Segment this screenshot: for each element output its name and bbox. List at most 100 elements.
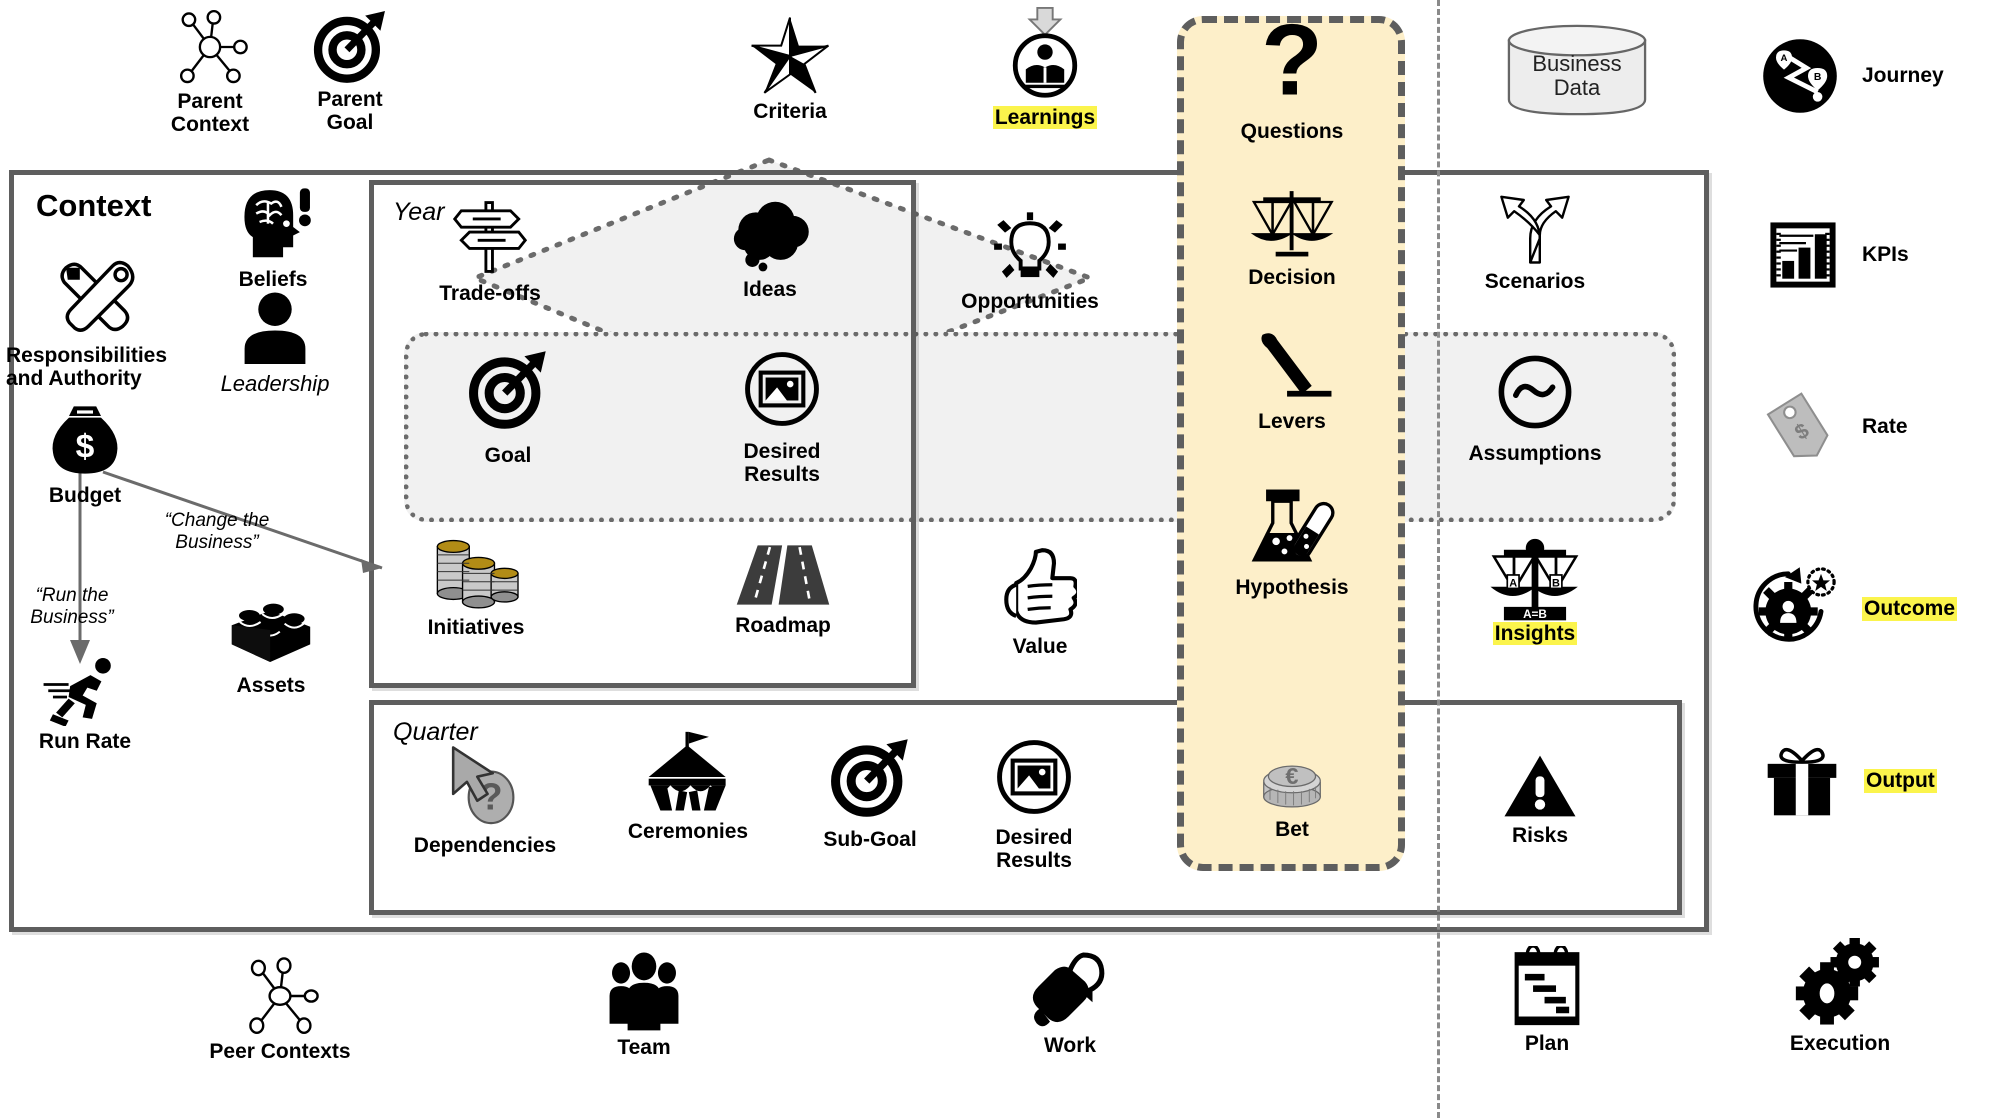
node-ceremonies[interactable]: Ceremonies	[608, 728, 768, 843]
node-peer-contexts[interactable]: Peer Contexts	[190, 956, 370, 1063]
node-label: Leadership	[220, 371, 330, 396]
node-questions[interactable]: ? Questions	[1222, 20, 1362, 143]
node-label: Plan	[1524, 1032, 1570, 1055]
year-frame	[369, 180, 916, 688]
node-label: Desired Results	[995, 826, 1073, 873]
node-ideas[interactable]: Ideas	[700, 200, 840, 301]
picture-frame-circle-icon	[993, 736, 1075, 818]
node-leadership[interactable]: Leadership	[200, 290, 350, 396]
node-hypothesis[interactable]: Hypothesis	[1212, 486, 1372, 599]
svg-text:?: ?	[1261, 20, 1323, 116]
node-budget[interactable]: $ Budget	[30, 400, 140, 507]
node-label: Assumptions	[1468, 442, 1602, 465]
decision-column	[1177, 16, 1405, 871]
change-the-business-annotation: “Change the Business”	[164, 510, 270, 553]
node-label: Outcome	[1862, 597, 1958, 621]
money-bag-icon: $	[45, 400, 125, 480]
node-label: Questions	[1240, 120, 1344, 143]
node-label: Risks	[1511, 824, 1569, 847]
node-dependencies[interactable]: ? Dependencies	[396, 744, 574, 857]
node-label: Assets	[236, 674, 306, 697]
node-roadmap[interactable]: Roadmap	[708, 540, 858, 637]
node-label: Learnings	[992, 106, 1098, 130]
node-label: Rate	[1862, 415, 1908, 439]
node-beliefs[interactable]: Beliefs	[208, 180, 338, 291]
node-execution[interactable]: Execution	[1760, 938, 1920, 1055]
node-assets[interactable]: Assets	[196, 598, 346, 697]
node-label: Levers	[1258, 410, 1326, 433]
thought-cloud-icon	[725, 200, 815, 274]
node-initiatives[interactable]: Initiatives	[396, 528, 556, 639]
node-levers[interactable]: Levers	[1222, 330, 1362, 433]
node-scenarios[interactable]: Scenarios	[1455, 190, 1615, 293]
node-parent-context[interactable]: Parent Context	[150, 8, 270, 136]
context-frame	[9, 170, 1709, 932]
node-label: Parent Goal	[317, 88, 383, 135]
node-label: Opportunities	[961, 290, 1099, 313]
picture-frame-circle-icon	[741, 348, 823, 430]
node-value[interactable]: Value	[975, 545, 1105, 658]
thumbs-up-icon	[1003, 545, 1077, 631]
node-criteria[interactable]: Criteria	[715, 16, 865, 123]
node-rate[interactable]: $ Rate	[1758, 390, 1908, 464]
node-label: Output	[1864, 769, 1937, 793]
plug-wrench-icon	[1027, 950, 1113, 1030]
head-brain-exclamation-icon	[229, 180, 317, 264]
node-outcome[interactable]: Outcome	[1748, 564, 1958, 654]
node-label: Business Data	[1532, 51, 1622, 101]
signpost-icon	[453, 196, 527, 278]
node-label: Decision	[1248, 266, 1336, 289]
node-bet[interactable]: € Bet	[1232, 748, 1352, 841]
question-mark-icon: ?	[1258, 20, 1326, 118]
svg-text:A: A	[1509, 578, 1517, 590]
gift-box-icon	[1762, 742, 1842, 820]
node-business-data[interactable]: Business Data	[1497, 24, 1657, 116]
node-trade-offs[interactable]: Trade-offs	[420, 196, 560, 305]
svg-text:?: ?	[479, 776, 502, 818]
node-journey[interactable]: A B Journey	[1760, 36, 1944, 116]
node-label: Journey	[1862, 64, 1944, 88]
node-work[interactable]: Work	[1000, 950, 1140, 1057]
node-label: Scenarios	[1484, 270, 1586, 293]
lightbulb-icon	[991, 212, 1069, 286]
node-label: Responsibilities and Authority	[6, 344, 168, 391]
node-team[interactable]: Team	[574, 950, 714, 1059]
node-label: Criteria	[753, 100, 827, 123]
person-reading-book-circle-icon	[997, 6, 1093, 102]
cursor-question-icon: ?	[445, 744, 525, 830]
node-desired-results-quarter[interactable]: Desired Results	[964, 736, 1104, 872]
gears-icon	[1792, 938, 1888, 1028]
vertical-divider	[1437, 0, 1440, 1118]
node-opportunities[interactable]: Opportunities	[940, 212, 1120, 313]
lego-brick-icon	[225, 598, 317, 670]
node-goal[interactable]: Goal	[448, 348, 568, 467]
node-responsibilities[interactable]: Responsibilities and Authority	[2, 254, 192, 390]
gantt-clipboard-icon	[1510, 946, 1584, 1028]
node-label: Peer Contexts	[209, 1040, 351, 1063]
node-sub-goal[interactable]: Sub-Goal	[800, 736, 940, 851]
node-label: Ceremonies	[627, 820, 749, 843]
node-plan[interactable]: Plan	[1482, 946, 1612, 1055]
node-risks[interactable]: Risks	[1480, 752, 1600, 847]
node-label: Parent Context	[170, 90, 250, 137]
wrench-screwdriver-icon	[51, 254, 143, 340]
target-arrow-icon	[829, 736, 911, 818]
node-parent-goal[interactable]: Parent Goal	[290, 8, 410, 134]
node-learnings[interactable]: Learnings	[960, 6, 1130, 130]
quarter-frame	[369, 700, 1682, 915]
node-desired-results[interactable]: Desired Results	[712, 348, 852, 486]
road-icon	[735, 540, 831, 610]
node-output[interactable]: Output	[1762, 742, 1937, 820]
node-label: Sub-Goal	[823, 828, 917, 851]
node-run-rate[interactable]: Run Rate	[15, 654, 155, 753]
euro-coin-stack-icon: €	[1252, 748, 1332, 814]
svg-text:$: $	[76, 429, 95, 466]
tilde-circle-icon	[1495, 352, 1575, 432]
lever-icon	[1249, 330, 1335, 404]
node-decision[interactable]: Decision	[1222, 188, 1362, 289]
svg-text:B: B	[1814, 72, 1822, 83]
node-insights[interactable]: A B A=B Insights	[1460, 538, 1610, 646]
node-assumptions[interactable]: Assumptions	[1455, 352, 1615, 465]
node-kpis[interactable]: KPIs	[1766, 218, 1909, 292]
gear-star-icon	[1748, 564, 1840, 654]
